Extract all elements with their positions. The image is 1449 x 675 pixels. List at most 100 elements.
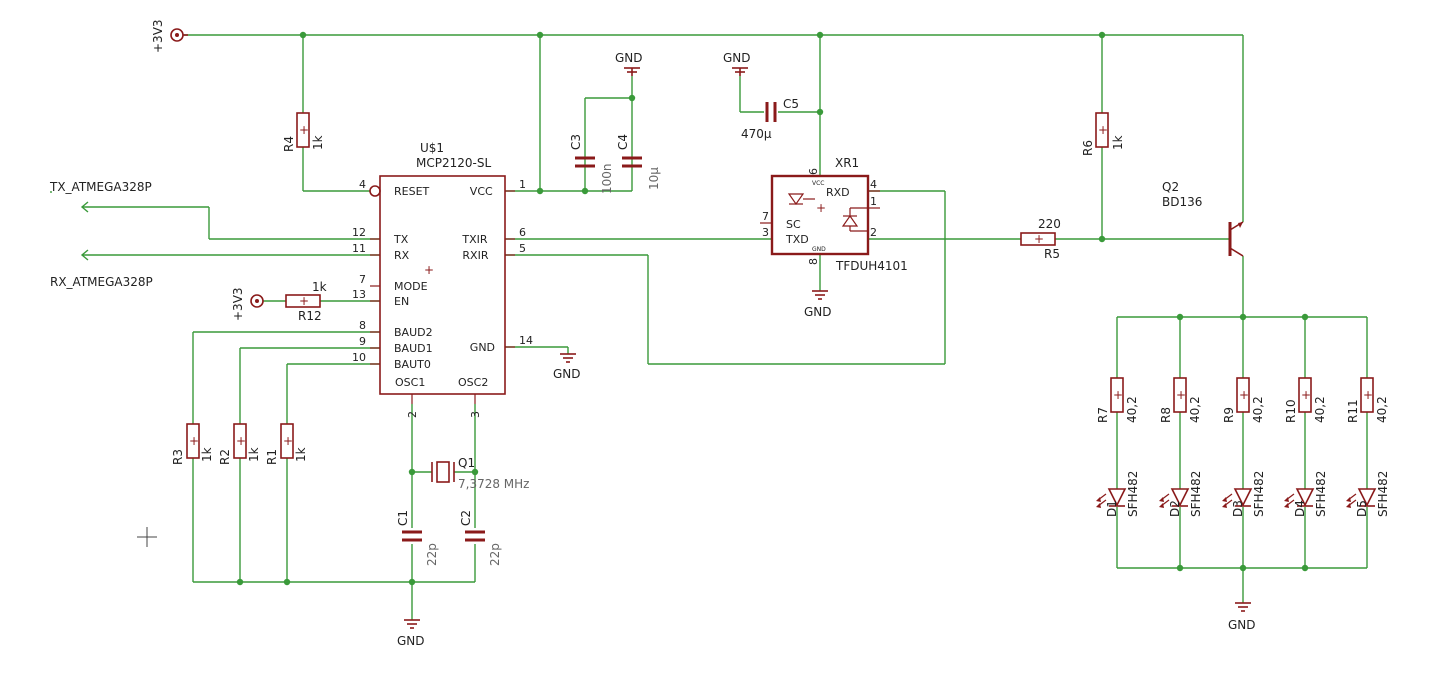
u1-pin-number: 10 xyxy=(352,351,366,364)
led-part: SFH482 xyxy=(1376,471,1390,517)
gnd-label: GND xyxy=(553,367,581,381)
u1-pin-label: EN xyxy=(394,295,409,308)
junction-dot xyxy=(236,578,244,586)
polarity-mark: + xyxy=(1176,388,1186,402)
r3-name: R3 xyxy=(171,449,185,465)
r2-value: 1k xyxy=(247,447,261,462)
junction-dot xyxy=(628,94,636,102)
led-arrow-head xyxy=(1222,503,1227,508)
junction-dot xyxy=(536,31,544,39)
cap-c3: C3 100n xyxy=(569,134,614,194)
polarity-mark: + xyxy=(1363,388,1373,402)
u1-pin-number: 3 xyxy=(469,411,482,418)
led-name: D5 xyxy=(1355,500,1369,517)
u1-pin-label: RESET xyxy=(394,185,430,198)
r2-name: R2 xyxy=(218,449,232,465)
svg-text:+: + xyxy=(236,434,246,448)
led-resistor-value: 40,2 xyxy=(1125,396,1139,423)
led-resistor-value: 40,2 xyxy=(1375,396,1389,423)
gnd-u1: GND xyxy=(553,353,581,381)
svg-text:+: + xyxy=(816,201,826,215)
led-resistor-name: R8 xyxy=(1159,407,1173,423)
crosshair-cursor-icon xyxy=(137,527,157,547)
led-arrow-head xyxy=(1222,497,1227,502)
xr1-name: XR1 xyxy=(835,156,859,170)
gnd-xr1: GND xyxy=(804,290,832,319)
led-body xyxy=(1357,488,1377,507)
res-r3: + R3 1k xyxy=(171,423,214,465)
res-r4: + R4 1k xyxy=(282,112,325,152)
led-arrow-head xyxy=(1284,503,1289,508)
junction-dot xyxy=(1098,235,1106,243)
u1-left-pins: RESET4TX12RX11MODE7EN13BAUD28BAUD19BAUT0… xyxy=(352,178,433,371)
wires xyxy=(82,34,1367,620)
led-name: D1 xyxy=(1105,500,1119,517)
res-r12: + 1k R12 xyxy=(285,280,327,323)
q2-transistor: Q2 BD136 xyxy=(1162,180,1244,257)
led-arrow-head xyxy=(1284,497,1289,502)
u1-pin-label: RXIR xyxy=(462,249,488,262)
xr1-gnd: GND xyxy=(812,246,826,253)
supply-3v3-en: +3V3 xyxy=(231,287,264,321)
junction-dot xyxy=(1176,313,1184,321)
junction-dot xyxy=(1301,564,1309,572)
led-body xyxy=(1107,488,1127,507)
r4-name: R4 xyxy=(282,136,296,152)
led-branches xyxy=(1116,317,1368,568)
junction-dot xyxy=(1176,564,1184,572)
u1-pin-number: 14 xyxy=(519,334,533,347)
u1-pin-number: 12 xyxy=(352,226,366,239)
gnd-label: GND xyxy=(397,634,425,648)
led-resistor-name: R11 xyxy=(1346,399,1360,423)
u1-pin-label: BAUD2 xyxy=(394,326,433,339)
c1-value: 22p xyxy=(425,543,439,566)
r1-value: 1k xyxy=(294,447,308,462)
gnd-c5: GND xyxy=(723,51,751,76)
xr1-transceiver: XR1 TFDUH4101 RXD SC TXD VCC GND + 4 1 2… xyxy=(760,156,908,273)
junction-dot xyxy=(816,108,824,116)
u1-pin-number: 1 xyxy=(519,178,526,191)
svg-text:+: + xyxy=(1098,123,1108,137)
r3-value: 1k xyxy=(200,447,214,462)
gnd-c3c4: GND xyxy=(615,51,643,76)
gnd-osc: GND xyxy=(397,619,425,648)
u1-pin-label: OSC2 xyxy=(458,376,488,389)
net-rx: RX_ATMEGA328P xyxy=(50,249,153,289)
r12-value: 1k xyxy=(312,280,327,294)
led-arrow-head xyxy=(1096,497,1101,502)
q2-part: BD136 xyxy=(1162,195,1202,209)
svg-text:+: + xyxy=(283,434,293,448)
u1-pin-number: 13 xyxy=(352,288,366,301)
resistor-body xyxy=(1360,377,1374,413)
junction-dot xyxy=(1301,313,1309,321)
junction-dot xyxy=(536,187,544,195)
resistor-body xyxy=(1173,377,1187,413)
led-arrow-head xyxy=(1346,503,1351,508)
u1-pin-label: OSC1 xyxy=(395,376,425,389)
cap-c2: C2 22p xyxy=(459,510,502,566)
resistor-body xyxy=(1236,377,1250,413)
led-name: D2 xyxy=(1168,500,1182,517)
junction-dot xyxy=(408,468,416,476)
r6-name: R6 xyxy=(1081,140,1095,156)
u1-pin-number: 6 xyxy=(519,226,526,239)
xr1-vcc: VCC xyxy=(812,180,824,187)
supply-label: +3V3 xyxy=(151,19,165,53)
led-part: SFH482 xyxy=(1189,471,1203,517)
net-tx: TX_ATMEGA328P xyxy=(49,180,152,213)
junction-dot xyxy=(471,468,479,476)
u1-pin-number: 4 xyxy=(359,178,366,191)
xr1-sc: SC xyxy=(786,218,801,231)
resistor-body xyxy=(1298,377,1312,413)
xr1-part: TFDUH4101 xyxy=(835,259,908,273)
u1-pin-label: TX xyxy=(393,233,409,246)
svg-text:+: + xyxy=(299,294,309,308)
led-resistor-value: 40,2 xyxy=(1251,396,1265,423)
gnd-leds: GND xyxy=(1228,602,1256,632)
polarity-mark: + xyxy=(1239,388,1249,402)
